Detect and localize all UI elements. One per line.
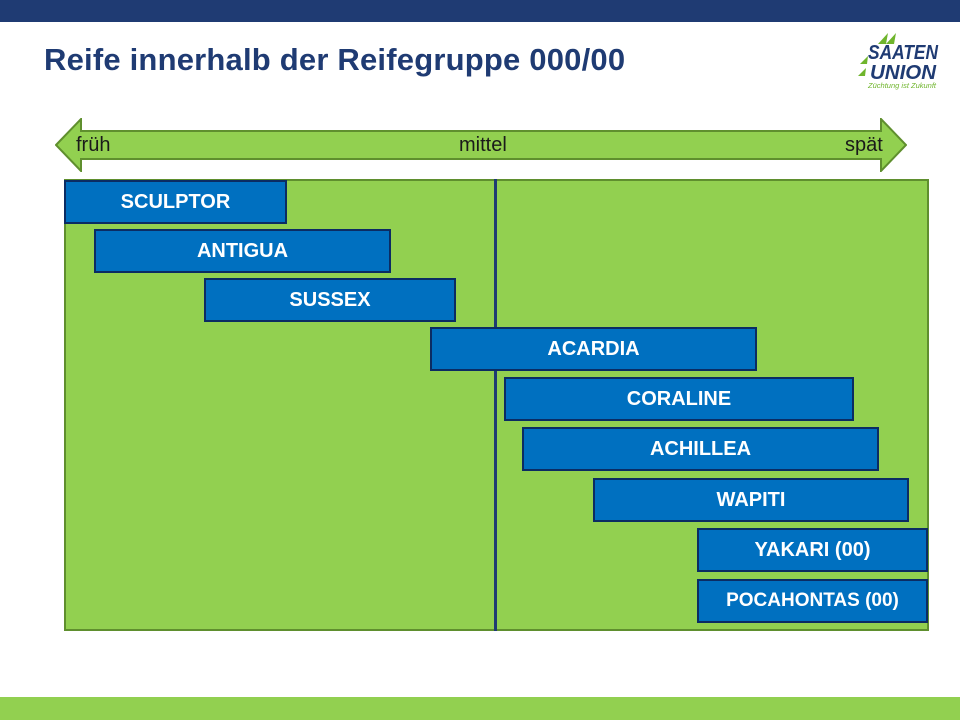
middle-divider-line	[494, 179, 497, 631]
variety-bar: ANTIGUA	[94, 229, 391, 273]
logo-tagline: Züchtung ist Zukunft	[867, 81, 937, 90]
double-arrow-icon	[55, 118, 907, 172]
variety-bar: YAKARI (00)	[697, 528, 928, 572]
variety-bar: SUSSEX	[204, 278, 456, 322]
logo-line-1: SAATEN	[868, 42, 938, 64]
variety-bar: ACARDIA	[430, 327, 757, 371]
scale-label-early: früh	[76, 134, 111, 156]
saaten-union-logo: SAATEN UNION Züchtung ist Zukunft	[858, 33, 938, 90]
variety-bar: CORALINE	[504, 377, 854, 421]
variety-bar: POCAHONTAS (00)	[697, 579, 928, 623]
variety-bar: SCULPTOR	[64, 180, 287, 224]
variety-bar: ACHILLEA	[522, 427, 879, 471]
scale-label-middle: mittel	[459, 134, 507, 156]
top-banner	[0, 0, 960, 22]
slide-title: Reife innerhalb der Reifegruppe 000/00	[44, 42, 626, 77]
bottom-banner	[0, 697, 960, 720]
leaf-icon	[858, 33, 896, 76]
maturity-scale-arrow	[55, 118, 907, 172]
variety-bar: WAPITI	[593, 478, 909, 522]
scale-label-late: spät	[845, 134, 883, 156]
logo-line-2: UNION	[870, 62, 937, 84]
